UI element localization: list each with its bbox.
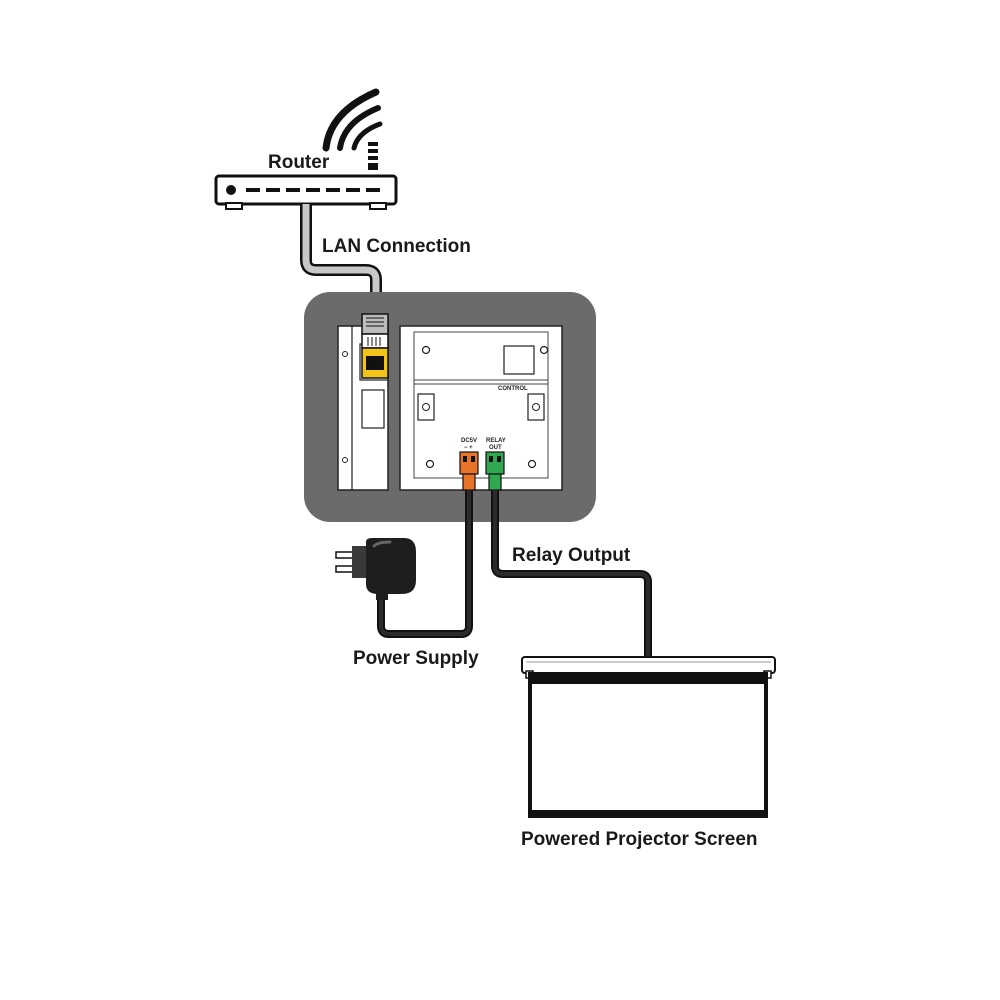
lan-connection-label: LAN Connection <box>322 236 471 257</box>
control-port <box>503 345 535 375</box>
relay-output-connector <box>485 451 505 491</box>
right-module: CONTROL DC5V − + RELAY OUT <box>399 325 563 491</box>
dc5v-polarity-label: − + <box>464 445 473 451</box>
rj45-plug <box>361 313 389 379</box>
relay-output-label: Relay Output <box>512 545 631 566</box>
wifi-icon <box>322 88 383 152</box>
screen-fabric <box>528 672 768 818</box>
screen-top-border <box>530 674 766 684</box>
router-antenna <box>366 142 380 170</box>
screw <box>527 459 537 469</box>
power-supply-label: Power Supply <box>353 648 479 669</box>
router-ports <box>246 188 380 192</box>
router-power-led <box>226 185 236 195</box>
power-adapter-icon <box>335 538 416 600</box>
relay-out-label-line1: RELAY <box>486 438 506 444</box>
dc-power-connector <box>459 451 479 491</box>
power-cable <box>379 490 471 636</box>
module-port-slot <box>361 389 385 429</box>
relay-out-label-line2: OUT <box>489 445 502 451</box>
screw <box>421 345 431 355</box>
screw <box>425 459 435 469</box>
projector-screen-label: Powered Projector Screen <box>521 829 758 850</box>
control-label: CONTROL <box>498 386 528 392</box>
screen-housing <box>521 656 776 674</box>
screw <box>539 345 549 355</box>
router <box>214 88 398 210</box>
relay-cable <box>493 490 650 660</box>
lan-cable <box>302 204 380 318</box>
projector-screen <box>521 656 776 818</box>
router-label: Router <box>268 152 330 173</box>
screen-bottom-bar <box>530 810 766 816</box>
dc5v-label: DC5V <box>461 438 477 444</box>
